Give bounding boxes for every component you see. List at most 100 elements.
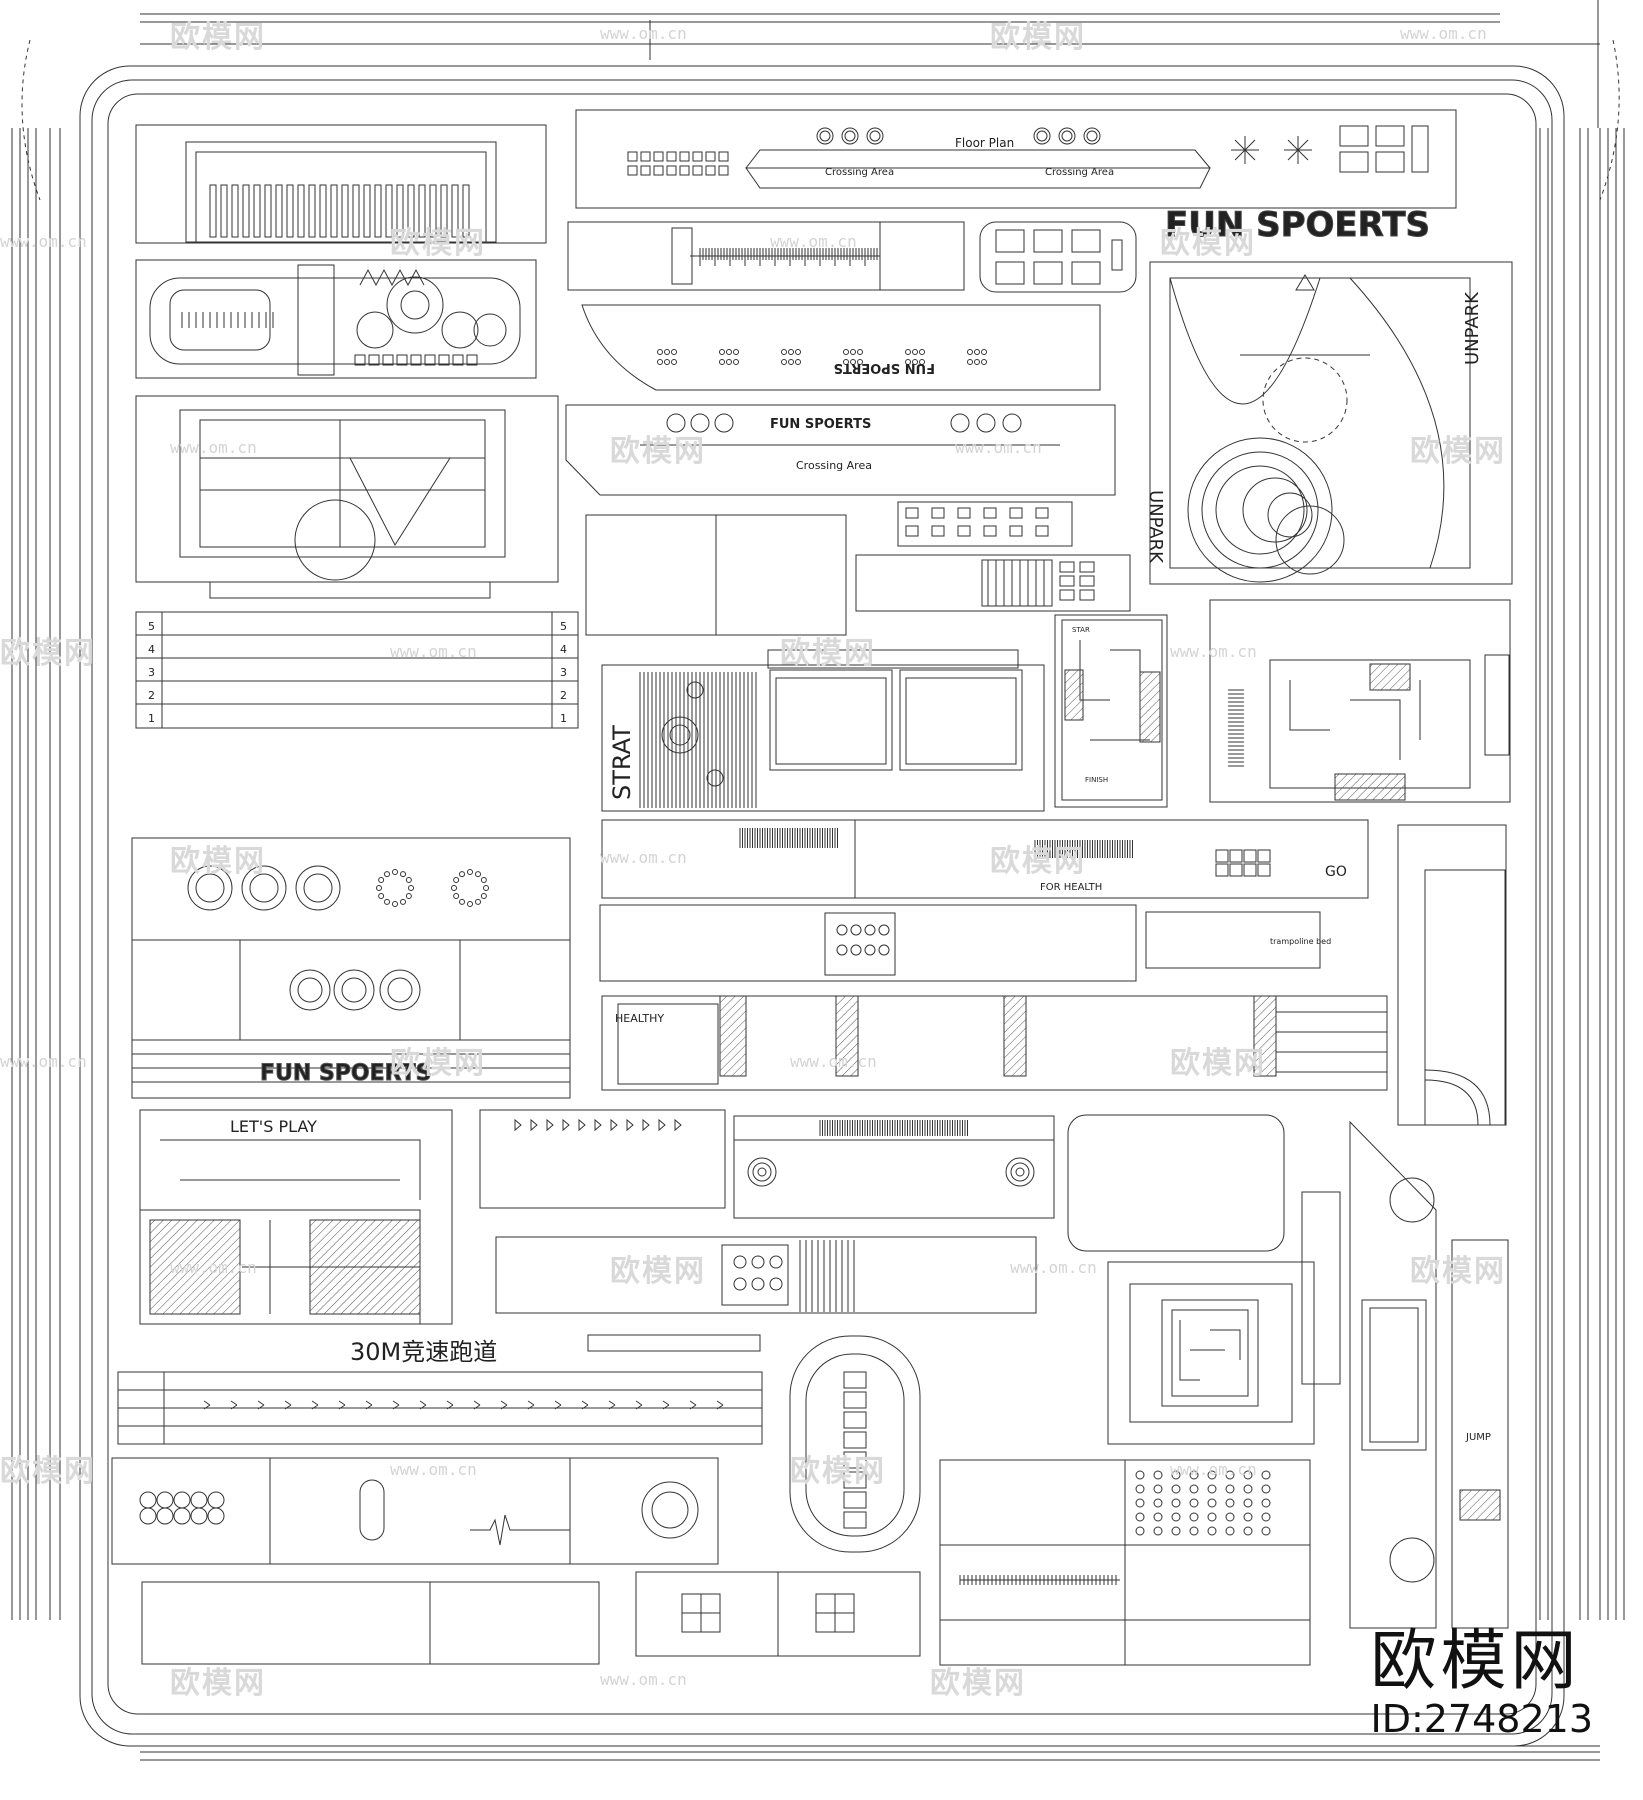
- square-mark: [640, 151, 651, 162]
- lane-number: 2: [148, 689, 155, 702]
- circle-mark: [295, 865, 341, 911]
- square-mark: [410, 354, 422, 366]
- dot-mark: [981, 359, 987, 365]
- circle-mark: [866, 127, 884, 145]
- square-mark: [666, 151, 677, 162]
- square-mark: [705, 151, 716, 162]
- dot-mark: [912, 349, 918, 355]
- dot-mark: [1171, 1512, 1181, 1522]
- circle-mark: [341, 977, 367, 1003]
- dot-mark: [733, 1277, 747, 1291]
- block-hop-strip: [141, 1581, 600, 1665]
- arrow-mark: [338, 1400, 346, 1410]
- bar-mark: [407, 184, 415, 238]
- block-footprints: [897, 501, 1073, 547]
- dot-mark: [857, 359, 863, 365]
- bar-mark: [264, 184, 272, 238]
- dot-mark: [733, 359, 739, 365]
- lane-number: 1: [560, 712, 567, 725]
- dot-mark: [919, 359, 925, 365]
- circle-mark: [333, 969, 375, 1011]
- dot-mark: [480, 877, 487, 883]
- flag-icon: [594, 1118, 602, 1132]
- dot-mark: [1243, 1470, 1253, 1480]
- icon-mark: [957, 525, 971, 537]
- web-icon: [747, 1157, 777, 1187]
- circle-mark: [816, 127, 834, 145]
- watermark-url: www.om.cn: [1010, 1258, 1097, 1277]
- strat-label: STRAT: [608, 725, 636, 800]
- block-lets-play: [139, 1109, 453, 1325]
- dot-mark: [850, 944, 862, 956]
- watermark-brand: 欧模网: [790, 1454, 886, 1489]
- circle-mark: [207, 1491, 225, 1509]
- icon-mark: [905, 507, 919, 519]
- arrow-mark: [230, 1400, 238, 1410]
- square-mark: [354, 354, 366, 366]
- icon-mark: [983, 507, 997, 519]
- grid-mark: [1079, 575, 1095, 587]
- square-mark: [438, 354, 450, 366]
- block-oval-track: [789, 1335, 921, 1553]
- web-icon: [1010, 1162, 1030, 1182]
- dot-mark: [905, 359, 911, 365]
- arrow-mark: [284, 1400, 292, 1410]
- dot-mark: [1189, 1526, 1199, 1536]
- dot-mark: [1153, 1526, 1163, 1536]
- circle-mark: [249, 873, 279, 903]
- for-health-label: FOR HEALTH: [1040, 882, 1102, 893]
- dot-mark: [788, 359, 794, 365]
- lane-number: 1: [148, 712, 155, 725]
- circle-mark: [156, 1507, 174, 1525]
- square-mark: [666, 165, 677, 176]
- crossing-area-label-1: Crossing Area: [825, 167, 894, 178]
- dash-30m-label: 30M竞速跑道: [350, 1338, 497, 1366]
- dot-mark: [795, 359, 801, 365]
- dot-mark: [1135, 1484, 1145, 1494]
- circle-mark: [156, 1491, 174, 1509]
- hop-square: [843, 1451, 867, 1469]
- dot-mark: [850, 359, 856, 365]
- hop-square: [843, 1511, 867, 1529]
- dot-mark: [1225, 1526, 1235, 1536]
- block-mark: [1243, 849, 1257, 863]
- arrow-mark: [716, 1400, 724, 1410]
- block-mark: [1229, 849, 1243, 863]
- dot-mark: [1243, 1484, 1253, 1494]
- dot-mark: [1261, 1498, 1271, 1508]
- web-icon: [1005, 1157, 1035, 1187]
- dot-mark: [719, 349, 725, 355]
- block-flags: [479, 1109, 726, 1209]
- fun-sports-mirror: FUN SPOERTS: [834, 360, 935, 375]
- circle-mark: [714, 413, 734, 433]
- dot-mark: [967, 349, 973, 355]
- healthy-label: HEALTHY: [615, 1012, 664, 1025]
- block-intuition: [135, 124, 547, 244]
- dot-mark: [864, 924, 876, 936]
- circle-mark: [187, 865, 233, 911]
- start-label: STAR: [1072, 626, 1090, 634]
- lets-play-label: LET'S PLAY: [230, 1117, 317, 1136]
- bar-mark: [330, 184, 338, 238]
- arrow-mark: [419, 1400, 427, 1410]
- dot-mark: [664, 359, 670, 365]
- dot-mark: [878, 924, 890, 936]
- dot-mark: [1153, 1512, 1163, 1522]
- jump-label: JUMP: [1465, 1432, 1491, 1443]
- hop-square: [843, 1471, 867, 1489]
- flag-icon: [658, 1118, 666, 1132]
- circle-mark: [690, 413, 710, 433]
- watermark-url: www.om.cn: [170, 1258, 257, 1277]
- dot-mark: [1153, 1470, 1163, 1480]
- dot-mark: [769, 1255, 783, 1269]
- lane-number: 4: [148, 643, 155, 656]
- square-mark: [382, 354, 394, 366]
- dot-mark: [919, 349, 925, 355]
- go-label: GO: [1325, 864, 1347, 880]
- icon-mark: [1035, 525, 1049, 537]
- block-bottom-circles: [111, 1457, 719, 1565]
- flag-icon: [626, 1118, 634, 1132]
- dot-mark: [1153, 1498, 1163, 1508]
- flag-icon: [562, 1118, 570, 1132]
